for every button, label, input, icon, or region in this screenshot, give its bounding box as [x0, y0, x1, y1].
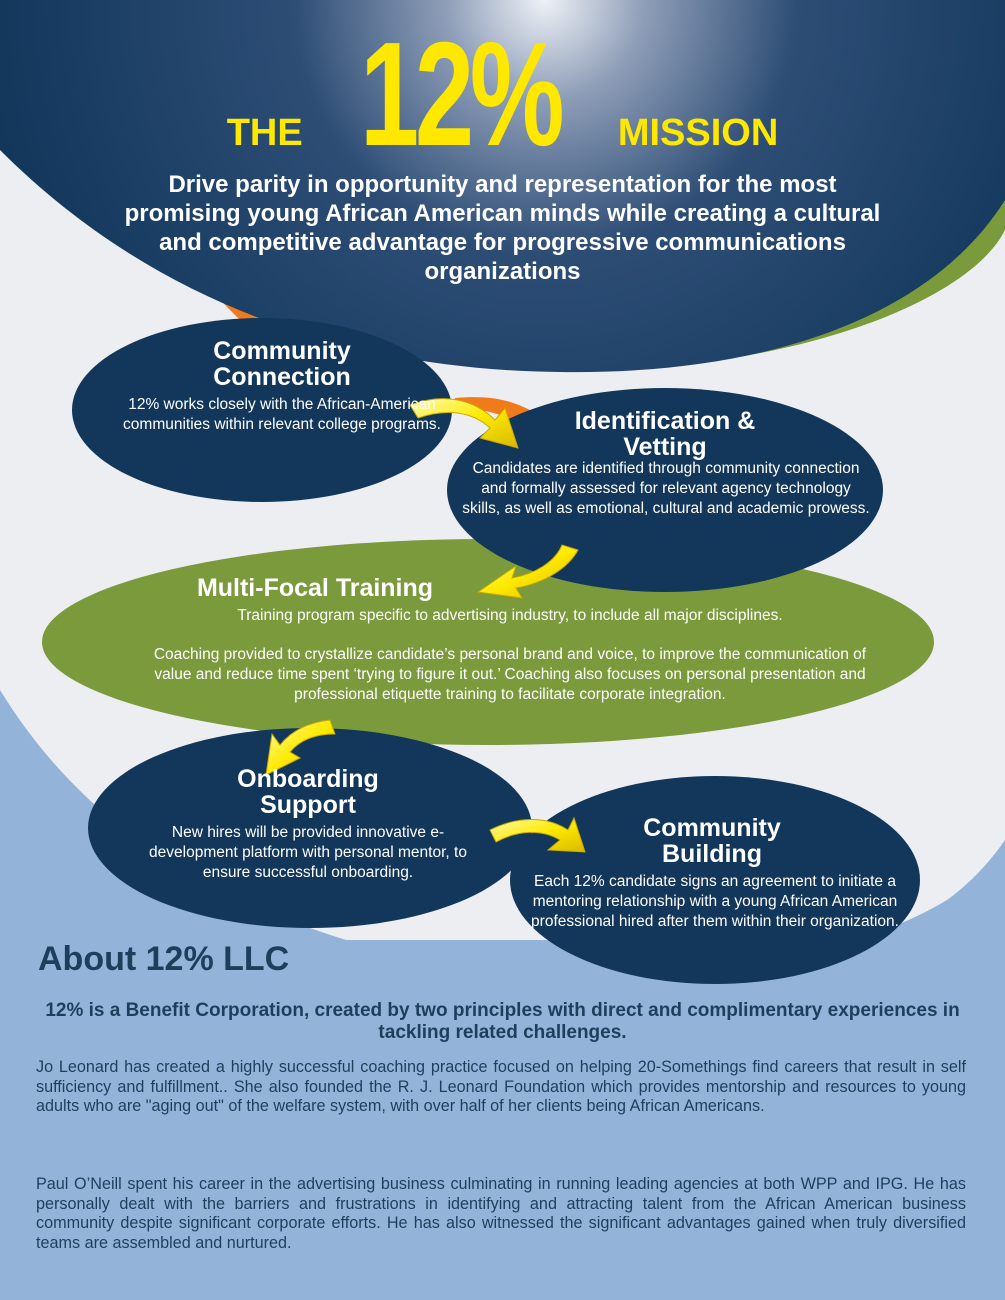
mission-tagline: Drive parity in opportunity and represen…: [124, 171, 881, 285]
green-swoosh: [420, 175, 1005, 371]
step1-title: Community Connection: [132, 338, 432, 390]
step1-title-line2: Connection: [213, 363, 351, 391]
step5-title-line2: Building: [662, 840, 762, 868]
step3-text2: Coaching provided to crystallize candida…: [153, 646, 867, 703]
step1-ellipse: [72, 318, 452, 502]
step4-text: New hires will be provided innovative e-…: [149, 824, 467, 881]
arrow-4-icon: [489, 816, 586, 853]
step2-title: Identification & Vetting: [515, 408, 815, 460]
title-12-percent: 12%: [360, 12, 565, 177]
step4-title: Onboarding Support: [158, 766, 458, 818]
step3-ellipse: [42, 539, 934, 745]
bg-about-panel: [0, 940, 1005, 1300]
title-mission: MISSION: [617, 112, 779, 154]
step1-text: 12% works closely with the African-Ameri…: [123, 396, 441, 433]
navy-dome: [0, 0, 1005, 373]
step5-title-line1: Community: [643, 814, 781, 842]
step5-ellipse: [510, 776, 920, 984]
bg-lower-curve: [0, 690, 380, 950]
about-paragraph-paul-oneill: Paul O’Neill spent his career in the adv…: [36, 1175, 966, 1252]
about-subheading: 12% is a Benefit Corporation, created by…: [45, 1000, 960, 1043]
step2-title-line2: Vetting: [623, 433, 707, 461]
title-the: THE: [226, 112, 303, 154]
step3-title: Multi-Focal Training: [196, 574, 434, 602]
bg-lower-right-curve: [820, 840, 1005, 952]
about-heading: About 12% LLC: [38, 940, 290, 978]
step4-title-line2: Support: [260, 791, 356, 819]
about-paragraph-jo-leonard: Jo Leonard has created a highly successf…: [36, 1058, 966, 1115]
arrow-2-icon: [476, 544, 579, 599]
arrow-3-icon: [265, 719, 336, 776]
arrow-1-icon: [409, 398, 519, 449]
step1-title-line1: Community: [213, 337, 351, 365]
step5-title: Community Building: [562, 815, 862, 867]
step4-title-line1: Onboarding: [237, 765, 379, 793]
mission-title: THE 12% MISSION: [0, 12, 1005, 177]
step2-title-line1: Identification &: [574, 407, 756, 435]
step2-ellipse: [447, 388, 883, 592]
step2-text: Candidates are identified through commun…: [462, 460, 870, 517]
step5-text: Each 12% candidate signs an agreement to…: [531, 873, 899, 930]
step3-text1: Training program specific to advertising…: [237, 607, 783, 624]
step4-ellipse: [88, 728, 532, 928]
